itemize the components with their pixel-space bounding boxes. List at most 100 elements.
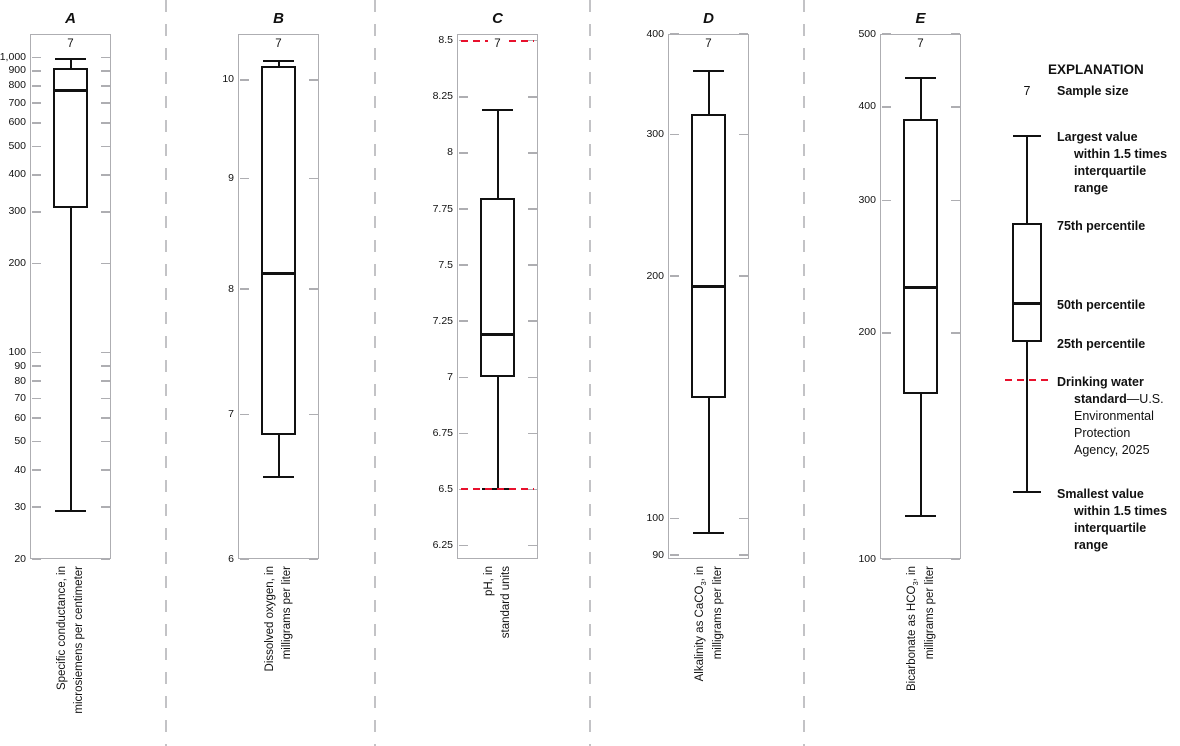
y-tick-right	[100, 417, 110, 419]
legend-whisker-bottom-line	[1026, 342, 1028, 493]
whisker-top-line-d	[707, 70, 710, 115]
y-tick-label: 7	[447, 370, 453, 383]
y-tick-right	[527, 544, 537, 547]
y-tick-left	[31, 469, 41, 471]
y-tick-label: 7.25	[432, 314, 453, 327]
y-tick-left	[31, 102, 41, 104]
y-tick-label: 90	[14, 359, 26, 372]
y-tick-left	[881, 558, 891, 560]
y-tick-left	[239, 288, 249, 290]
y-tick-left	[31, 262, 41, 265]
whisker-top-cap-e	[905, 76, 936, 79]
y-tick-label: 20	[14, 552, 26, 565]
legend-75th-percentile-label: 75th percentile	[1057, 219, 1146, 233]
y-tick-label: 500	[858, 27, 876, 40]
y-tick-right	[100, 365, 110, 367]
whisker-top-line-a	[69, 58, 72, 69]
y-tick-right	[527, 320, 537, 322]
y-tick-right	[100, 380, 110, 382]
panel-a-frame	[30, 34, 111, 559]
legend-standard-red-dashed-line	[1005, 379, 1049, 381]
y-tick-label: 100	[8, 346, 26, 359]
legend-median-line	[1014, 302, 1040, 305]
y-tick-label: 8	[447, 146, 453, 159]
legend-25th-percentile-label: 25th percentile	[1057, 337, 1146, 351]
y-tick-left	[31, 351, 41, 354]
iqr-box-d	[691, 114, 726, 399]
y-tick-left	[31, 85, 41, 87]
y-tick-label: 300	[858, 194, 876, 207]
y-tick-left	[458, 544, 468, 547]
y-tick-right	[100, 102, 110, 104]
y-tick-right	[738, 133, 748, 136]
y-tick-left	[31, 506, 41, 508]
y-tick-left	[881, 332, 891, 334]
y-tick-label: 700	[8, 96, 26, 109]
panel-title-e: E	[915, 10, 926, 27]
y-tick-left	[669, 554, 679, 556]
panel-title-b: B	[273, 10, 284, 27]
y-tick-right	[100, 56, 110, 59]
explanation-title: EXPLANATION	[1048, 62, 1144, 77]
y-tick-label: 8.5	[438, 34, 453, 47]
median-line-e	[905, 285, 936, 289]
y-tick-right	[527, 432, 537, 435]
y-tick-label: 7.5	[438, 258, 453, 271]
whisker-bottom-line-a	[69, 207, 72, 512]
legend-sample-size-symbol: 7	[1023, 84, 1031, 98]
y-tick-right	[100, 506, 110, 508]
y-tick-label: 300	[8, 205, 26, 218]
y-tick-label: 6	[228, 552, 234, 565]
sample-size-e: 7	[910, 37, 931, 51]
y-tick-right	[100, 85, 110, 87]
y-tick-right	[100, 397, 110, 400]
y-tick-right	[308, 177, 318, 180]
iqr-box-e	[903, 119, 938, 394]
y-tick-label: 40	[14, 463, 26, 476]
sample-size-c: 7	[487, 37, 508, 51]
y-tick-label: 100	[646, 511, 664, 524]
y-tick-label: 90	[652, 548, 664, 561]
whisker-bottom-line-d	[707, 398, 710, 533]
y-tick-label: 400	[8, 168, 26, 181]
y-tick-right	[100, 145, 110, 147]
y-tick-right	[738, 554, 748, 556]
iqr-box-c	[480, 197, 515, 378]
panel-e-frame	[880, 34, 961, 559]
y-tick-label: 400	[646, 27, 664, 40]
y-tick-right	[527, 376, 537, 379]
y-tick-label: 7.75	[432, 202, 453, 215]
y-tick-left	[458, 208, 468, 210]
iqr-box-b	[261, 65, 296, 435]
y-tick-right	[527, 152, 537, 154]
y-tick-label: 10	[222, 73, 234, 86]
panel-separator-1	[165, 0, 167, 746]
y-tick-label: 200	[8, 257, 26, 270]
y-tick-label: 500	[8, 139, 26, 152]
drinking-water-standard-line-c	[461, 488, 534, 491]
median-line-d	[693, 285, 724, 289]
legend-smallest-value-label: Smallest value within 1.5 times interqua…	[1057, 487, 1168, 552]
panel-separator-2	[374, 0, 376, 746]
y-tick-right	[738, 275, 748, 277]
y-tick-left	[31, 417, 41, 419]
sample-size-a: 7	[60, 37, 81, 51]
legend-box	[1012, 223, 1042, 342]
y-tick-left	[31, 440, 41, 443]
whisker-top-cap-c	[482, 109, 513, 112]
panel-title-d: D	[703, 10, 714, 27]
y-tick-left	[669, 275, 679, 277]
whisker-top-line-b	[277, 61, 280, 66]
y-tick-left	[881, 199, 891, 202]
y-tick-right	[100, 174, 110, 176]
y-tick-label: 8.25	[432, 90, 453, 103]
y-tick-label: 7	[228, 407, 234, 420]
y-tick-right	[738, 33, 748, 35]
legend-whisker-top-line	[1026, 135, 1028, 223]
y-tick-label: 9	[228, 172, 234, 185]
